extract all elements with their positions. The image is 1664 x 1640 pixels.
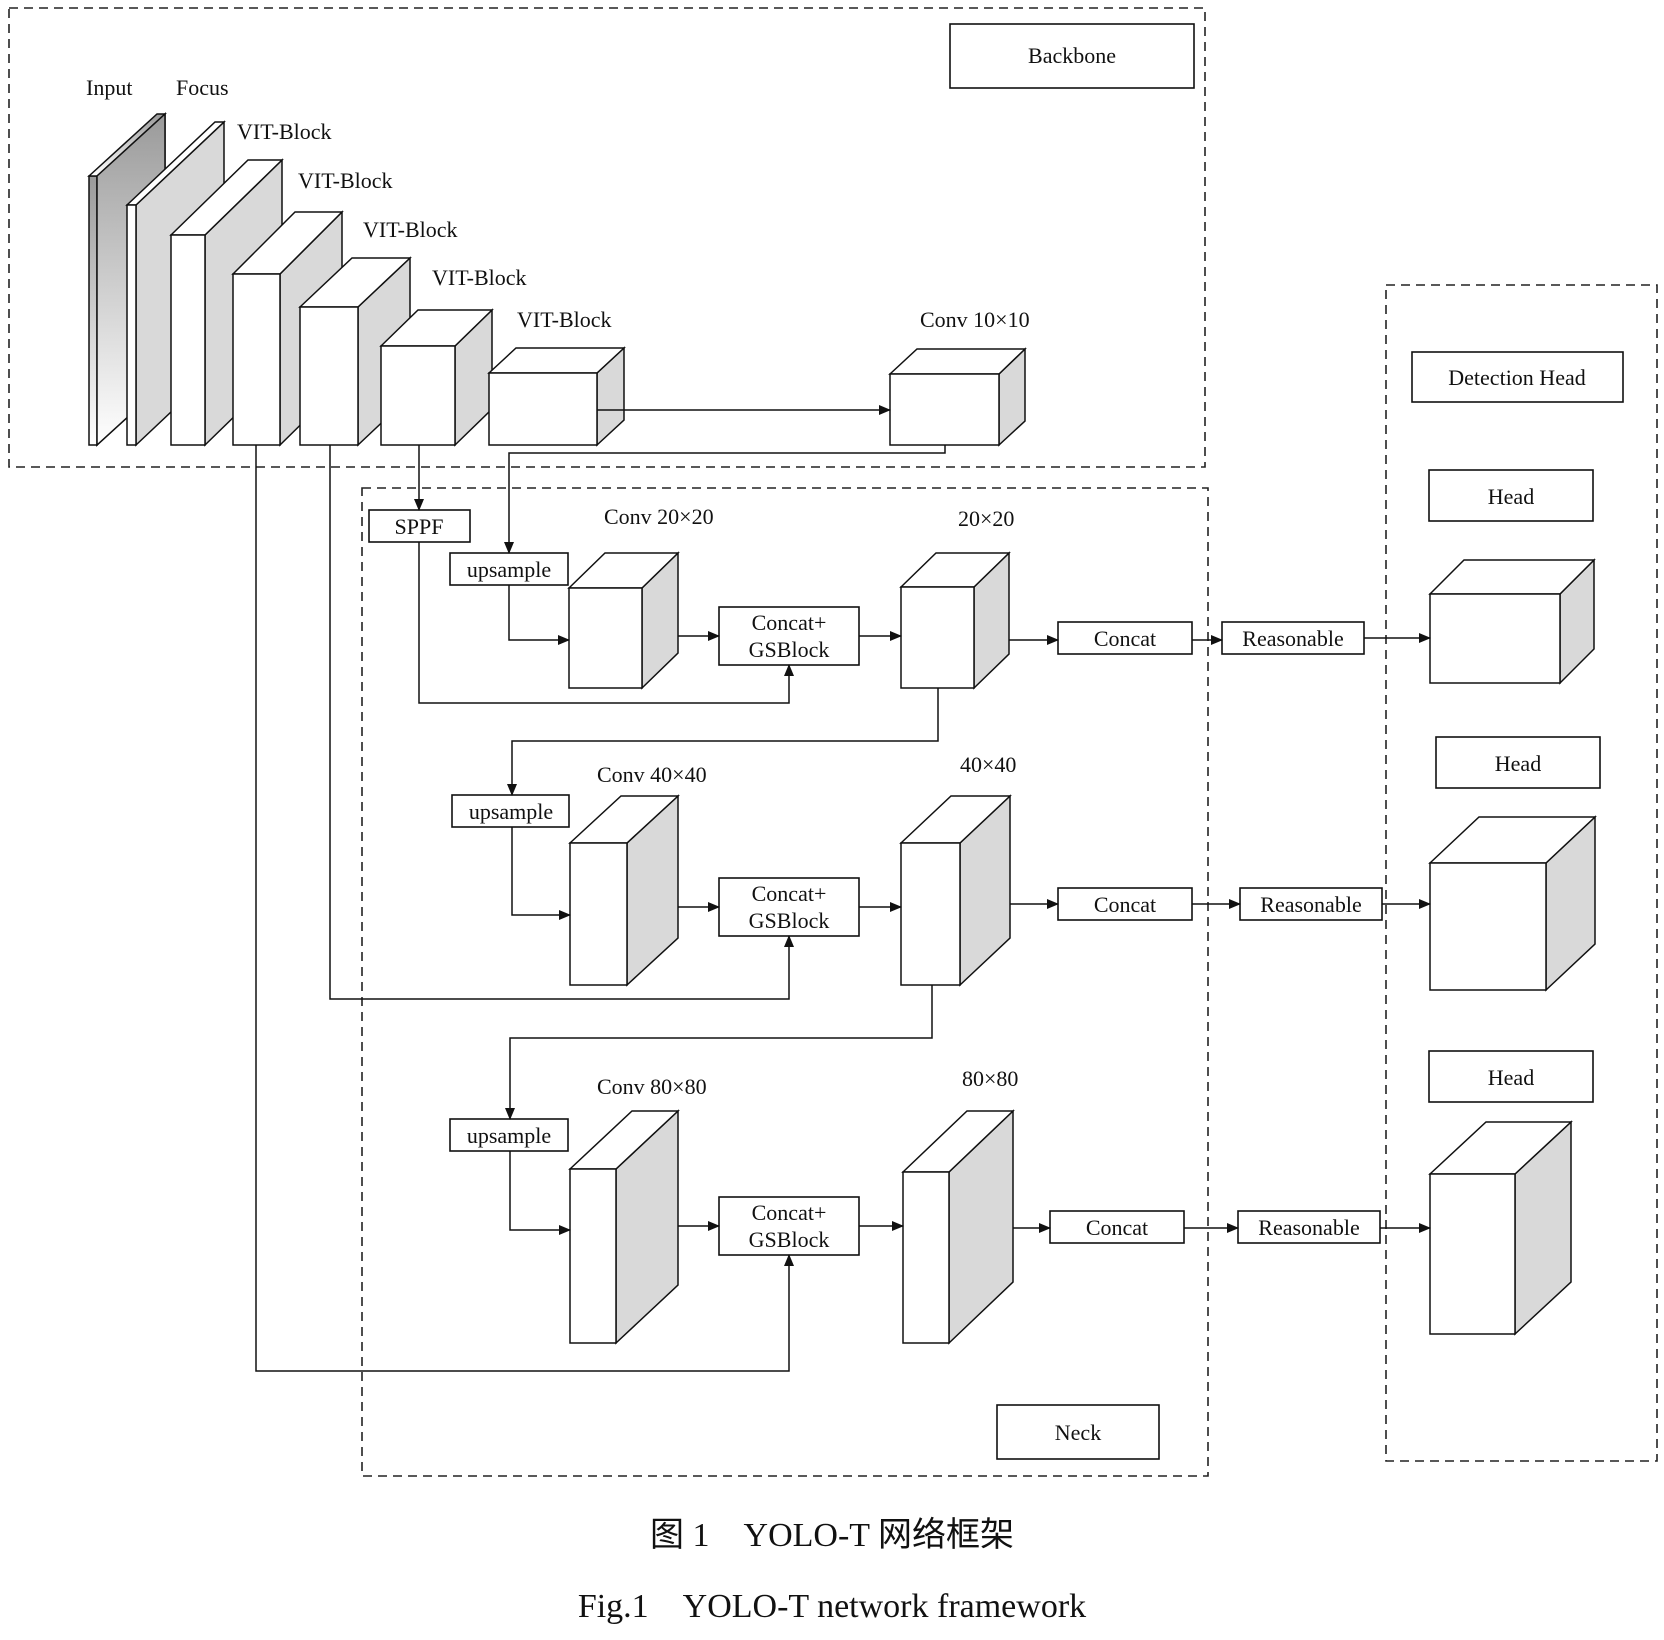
concat-gsblock-label-3b: GSBlock — [749, 1227, 830, 1252]
upsample-label-3: upsample — [467, 1123, 551, 1148]
neck-label: Neck — [1055, 1420, 1101, 1445]
head-label-1: Head — [1488, 484, 1534, 509]
connections — [255, 405, 1431, 1372]
concat-gsblock-label-3a: Concat+ — [752, 1200, 827, 1225]
concat-gsblock-label-1a: Concat+ — [752, 610, 827, 635]
sppf-label: SPPF — [395, 514, 444, 539]
backbone-label: Backbone — [1028, 43, 1116, 68]
concat-label-2: Concat — [1094, 892, 1156, 917]
neck-frame — [361, 487, 1209, 1477]
out-40-block — [899, 794, 1012, 987]
vit-block-3-label: VIT-Block — [363, 217, 458, 242]
reasonable-label-1: Reasonable — [1242, 626, 1343, 651]
vit-block-1-label: VIT-Block — [237, 119, 332, 144]
reasonable-label-3: Reasonable — [1258, 1215, 1359, 1240]
vit-block-2-label: VIT-Block — [298, 168, 393, 193]
focus-label: Focus — [176, 75, 229, 100]
vit-block-4-label: VIT-Block — [432, 265, 527, 290]
concat-box-3 — [1049, 1210, 1185, 1244]
detection-head-frame — [1385, 284, 1658, 1462]
concat-label-1: Concat — [1094, 626, 1156, 651]
conv-20-label: Conv 20×20 — [604, 504, 714, 529]
reasonable-label-2: Reasonable — [1260, 892, 1361, 917]
concat-label-3: Concat — [1086, 1215, 1148, 1240]
head-label-box-1 — [1428, 469, 1594, 522]
conv-80-block — [568, 1109, 680, 1345]
neck-label-box — [996, 1404, 1160, 1460]
conv-40-block — [568, 794, 680, 987]
out-20-block — [899, 551, 1011, 690]
out-20-label: 20×20 — [958, 506, 1014, 531]
head-block-3 — [1428, 1120, 1573, 1336]
sppf-box — [368, 509, 471, 543]
head-label-2: Head — [1495, 751, 1541, 776]
input-label: Input — [86, 75, 132, 100]
head-label-3: Head — [1488, 1065, 1534, 1090]
out-80-block — [901, 1109, 1015, 1345]
vit-block-5-label: VIT-Block — [517, 307, 612, 332]
out-40-label: 40×40 — [960, 752, 1016, 777]
concat-gsblock-label-1b: GSBlock — [749, 637, 830, 662]
concat-gsblock-label-2b: GSBlock — [749, 908, 830, 933]
head-label-box-2 — [1435, 736, 1601, 789]
conv-40-label: Conv 40×40 — [597, 762, 707, 787]
conv-80-label: Conv 80×80 — [597, 1074, 707, 1099]
detection-head-label: Detection Head — [1448, 365, 1585, 390]
caption-chinese: 图 1 YOLO-T 网络框架 — [650, 1516, 1014, 1554]
conv-10-block — [888, 347, 1027, 447]
backbone-label-box — [949, 23, 1195, 89]
upsample-label-1: upsample — [467, 557, 551, 582]
vit-block-4 — [379, 308, 494, 447]
upsample-label-2: upsample — [469, 799, 553, 824]
conv-10-label: Conv 10×10 — [920, 307, 1030, 332]
concat-box-1 — [1057, 621, 1193, 655]
conv-20-block — [567, 551, 680, 690]
upsample-box-1 — [449, 552, 569, 586]
head-block-2 — [1428, 815, 1597, 992]
head-label-box-3 — [1428, 1050, 1594, 1103]
concat-gsblock-label-2a: Concat+ — [752, 881, 827, 906]
backbone-frame — [8, 7, 1206, 468]
caption-english: Fig.1 YOLO-T network framework — [578, 1588, 1086, 1625]
reasonable-box-3 — [1237, 1210, 1381, 1244]
vit-block-5 — [487, 346, 626, 447]
head-block-1 — [1428, 558, 1596, 685]
detection-head-label-box — [1411, 351, 1624, 403]
concat-box-2 — [1057, 887, 1193, 921]
reasonable-box-1 — [1221, 621, 1365, 655]
out-80-label: 80×80 — [962, 1066, 1018, 1091]
